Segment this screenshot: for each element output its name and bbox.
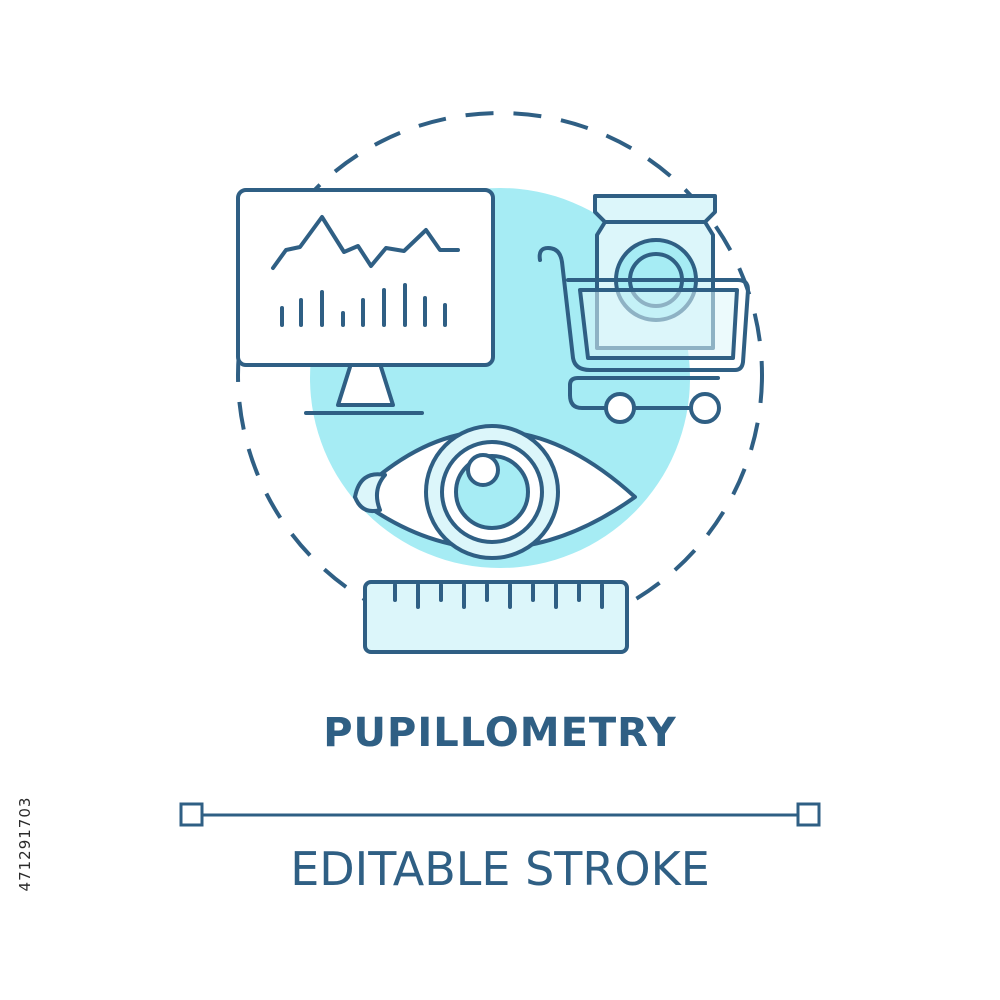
stock-id: 471291703: [16, 796, 34, 892]
monitor-icon: [236, 188, 495, 415]
shopping-cart-icon: [537, 194, 750, 424]
left-anchor-handle: [179, 802, 204, 827]
editable-stroke-line: [179, 802, 821, 827]
eye-icon: [353, 424, 637, 560]
ruler-icon: [363, 580, 629, 654]
editable-stroke-label: EDITABLE STROKE: [290, 842, 710, 896]
right-anchor-handle: [796, 802, 821, 827]
concept-title: PUPILLOMETRY: [323, 710, 677, 756]
